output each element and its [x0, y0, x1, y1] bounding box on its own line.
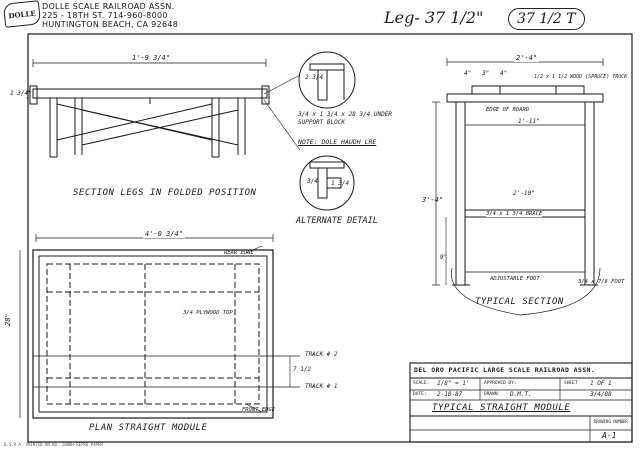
header-line-2: 225 - 18TH ST. 714-960-8000: [42, 11, 168, 20]
detail-circle-upper: [298, 51, 356, 109]
plan-view: [19, 234, 300, 419]
typical-dim-span: 1'-11": [518, 118, 540, 125]
plan-track-2: TRACK # 2: [305, 351, 338, 358]
title-block: [409, 362, 633, 443]
detail-dim-a: 2 3/4: [305, 74, 324, 81]
header-line-3: HUNTINGTON BEACH, CA 92648: [42, 20, 179, 29]
header-line-1: DOLLE SCALE RAILROAD ASSN.: [42, 2, 175, 11]
typical-adjustable-foot: ADJUSTABLE FOOT: [490, 276, 540, 282]
typical-caption: TYPICAL SECTION: [475, 297, 564, 307]
plan-dim-side: 28": [4, 313, 12, 326]
title-block-date-value: 2-18-87: [437, 391, 463, 398]
detail-note-1: 3/4 x 1 3/4 x 28 3/4 UNDER: [298, 111, 392, 118]
detail-dim-b: 3/4: [307, 178, 318, 185]
detail-note-2: SUPPORT BLOCK: [298, 119, 345, 126]
typical-dim-c: 4": [500, 70, 508, 77]
plan-front-edge: FRONT EDGE: [242, 407, 276, 413]
sheet-footer: D.S.R.A. PRINTED ON NO. 1000H-REPRO PAPE…: [4, 442, 103, 447]
typical-edge-note: EDGE OF BOARD: [486, 107, 530, 113]
company-logo: DOLLE: [2, 0, 42, 28]
detail-note-3: NOTE: DOLE HAUDH LRE: [298, 138, 377, 146]
title-block-scale-label: SCALE:: [413, 381, 430, 386]
section-view: [26, 59, 301, 158]
plan-dim-top: 4'-0 3/4": [143, 230, 185, 238]
title-block-drawing-no: A-1: [602, 431, 617, 440]
title-block-scale-value: 1/8" = 1': [437, 380, 470, 387]
typical-section-view: [432, 58, 604, 316]
typical-dim-a: 4": [464, 70, 472, 77]
typical-dim-height: 3'-4": [422, 196, 444, 204]
title-block-drawing-no-label: DRAWING NUMBER: [594, 419, 628, 424]
title-block-org: DEL ORO PACIFIC LARGE SCALE RAILROAD ASS…: [414, 366, 596, 374]
sheet-border: [27, 33, 633, 443]
typical-dim-inner: 2'-10": [513, 190, 535, 197]
plan-caption: PLAN STRAIGHT MODULE: [89, 423, 208, 433]
title-block-date-label: DATE:: [413, 392, 427, 397]
plan-center-note: 3/4 PLYWOOD TOP: [183, 310, 233, 316]
detail-caption: ALTERNATE DETAIL: [296, 216, 378, 226]
title-block-sheet-value: 1 OF 1: [590, 380, 612, 387]
detail-dim-c: 1 3/4: [331, 180, 350, 187]
title-block-approved-label: APPROVED BY:: [484, 381, 517, 386]
typical-dim-b: 3": [482, 70, 490, 77]
title-block-sheet-label: SHEET: [564, 381, 578, 386]
plan-rear-edge: REAR EDGE: [224, 250, 254, 256]
title-block-drawn-value: D.M.T.: [510, 391, 532, 398]
typical-brace-note: 3/4 x 1 3/4 BRACE: [486, 211, 543, 217]
typical-dim-low: 9": [440, 254, 448, 261]
title-block-rev-value: 3/4/88: [590, 391, 612, 398]
typical-dim-top: 2'-4": [514, 54, 540, 62]
typical-top-note: 1/2 x 1 1/2 WOOD (SPRUCE) TRUCK: [534, 74, 628, 80]
typical-tie-note: 3/4 x 7/8 FOOT: [578, 279, 625, 285]
section-caption: SECTION LEGS IN FOLDED POSITION: [73, 188, 257, 198]
plan-dim-track: 7 1/2: [293, 366, 312, 373]
leg-length-note: Leg- 37 1/2": [384, 8, 484, 27]
title-block-drawn-label: DRAWN:: [484, 392, 501, 397]
plan-track-1: TRACK # 1: [305, 383, 338, 390]
leg-length-circled: 37 1/2 T: [508, 8, 585, 30]
title-block-drawing-title: TYPICAL STRAIGHT MODULE: [432, 403, 571, 413]
detail-circle-lower: [299, 155, 355, 211]
section-dim-top: 1'-9 3/4": [132, 54, 170, 62]
section-dim-side: 1 3/4": [10, 90, 32, 97]
